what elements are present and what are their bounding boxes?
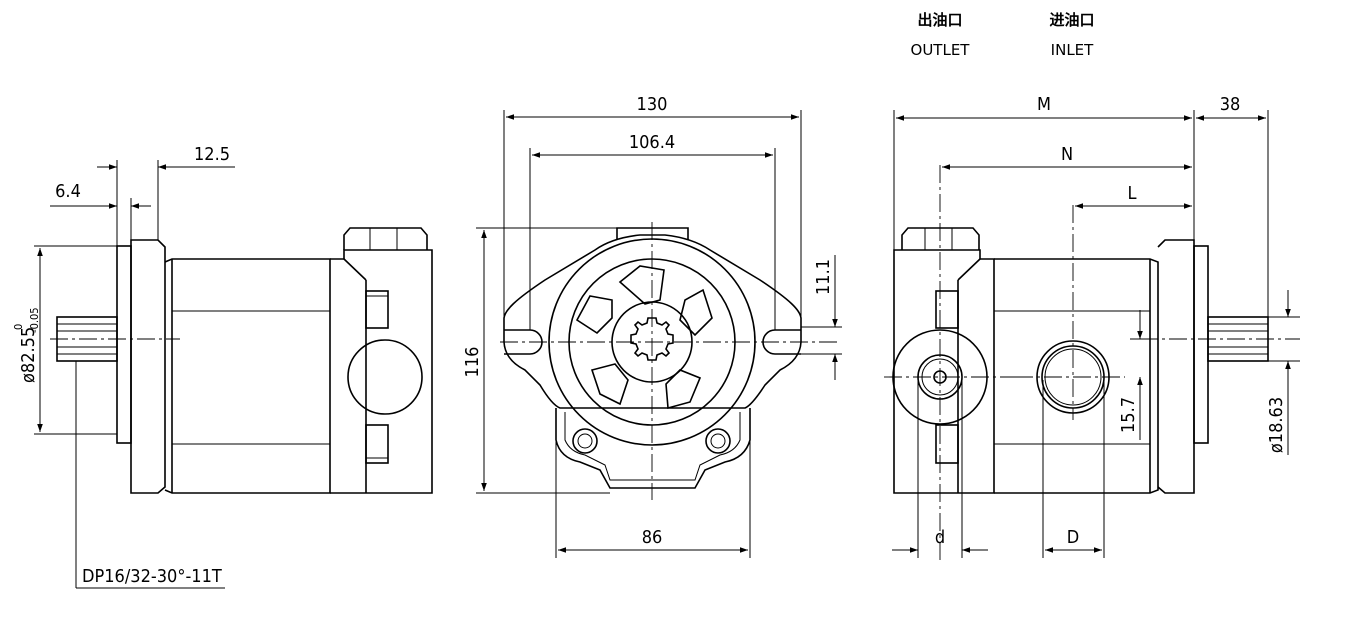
dim-38: 38	[1196, 94, 1269, 317]
dim-n-text: N	[1061, 144, 1073, 165]
outlet-label-cn: 出油口	[917, 11, 962, 29]
dim-d-small: d	[892, 377, 988, 558]
dim-l: L	[1075, 183, 1192, 209]
dim-flange-text: 12.5	[194, 144, 230, 165]
dim-base-text: 86	[642, 527, 663, 548]
dim-pilot-dia-lower: -0.05	[28, 307, 41, 333]
dim-116: 116	[462, 227, 617, 494]
spline-spec-text: DP16/32-30°-11T	[82, 566, 222, 587]
mounting-flange	[116, 239, 166, 494]
pump-body	[164, 258, 331, 494]
side-view: 12.5 6.4 ø82.55 0 -0.05 DP16/32-30°-11T	[12, 144, 433, 589]
dim-pilot-diameter: ø82.55 0 -0.05	[12, 245, 117, 435]
front-view: 130 106.4 116 11.1 86	[462, 94, 842, 558]
dim-pilot-text: 6.4	[55, 181, 81, 202]
dim-106-4: 106.4	[529, 132, 776, 330]
dim-pilot-dia-main: ø82.55	[18, 327, 39, 383]
dim-11-1: 11.1	[801, 255, 842, 380]
dim-12-5: 12.5	[97, 144, 235, 246]
dim-m: M	[893, 94, 1195, 250]
dim-l-text: L	[1127, 183, 1136, 204]
dim-6-4: 6.4	[50, 181, 151, 240]
dim-d-large: D	[1042, 380, 1105, 558]
dim-inlet-d-text: D	[1067, 527, 1079, 548]
front-base	[555, 408, 751, 489]
dim-ear-text: 11.1	[813, 259, 834, 295]
dim-outlet-d-text: d	[935, 527, 945, 548]
impeller-spokes	[575, 265, 713, 410]
port-legend: 出油口 OUTLET 进油口 INLET	[911, 11, 1095, 59]
dim-height-text: 116	[462, 347, 483, 378]
spline-leader: DP16/32-30°-11T	[75, 361, 225, 589]
inlet-label-cn: 进油口	[1049, 11, 1094, 29]
dim-86: 86	[555, 440, 751, 558]
dim-shaft-dia-text: ø18.63	[1266, 397, 1287, 453]
dim-38-text: 38	[1220, 94, 1241, 115]
dim-bolt-spacing-text: 106.4	[629, 132, 675, 153]
dim-15-7: 15.7	[1118, 310, 1145, 440]
port-view: M 38 N L 15.7 ø18.	[884, 94, 1300, 560]
inlet-label-en: INLET	[1051, 41, 1094, 59]
rear-cover	[330, 227, 433, 494]
dim-offset-text: 15.7	[1118, 397, 1139, 433]
outlet-label-en: OUTLET	[911, 41, 971, 59]
dim-width-text: 130	[637, 94, 668, 115]
dim-n: N	[942, 144, 1192, 170]
dim-pilot-dia-upper: 0	[12, 324, 25, 330]
dim-m-text: M	[1037, 94, 1051, 115]
dim-shaft-diameter: ø18.63	[1266, 290, 1300, 455]
dim-130: 130	[503, 94, 802, 318]
